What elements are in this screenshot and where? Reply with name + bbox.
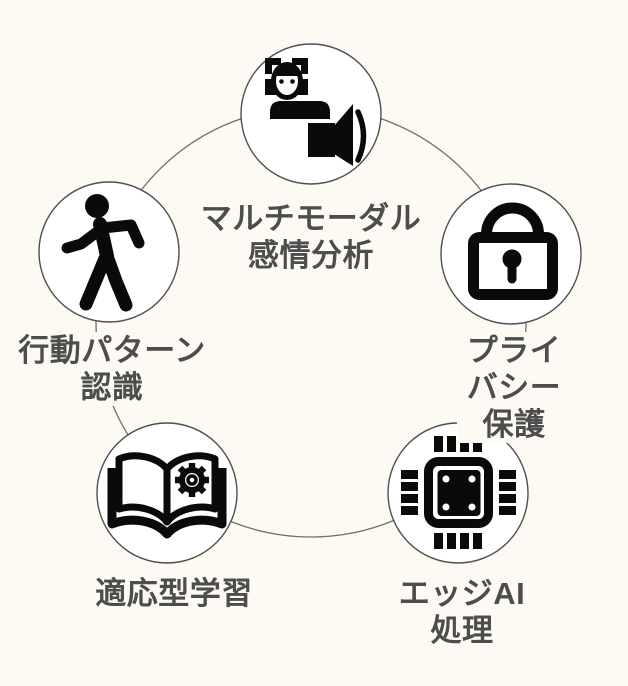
shoulders — [270, 101, 330, 119]
person-leg-front — [79, 249, 113, 311]
chip-pins-top — [434, 436, 482, 452]
node-edge-ai — [387, 422, 529, 564]
padlock-icon — [468, 202, 558, 300]
node-behavior-pattern — [38, 181, 180, 323]
chip-pins-right — [499, 470, 516, 515]
book-page-left — [115, 452, 171, 526]
die-pad — [442, 503, 450, 511]
gear-teeth — [175, 463, 209, 497]
label-multimodal-emotion: マルチモーダル 感情分析 — [194, 200, 428, 274]
node-multimodal-emotion — [240, 43, 382, 185]
gear-hub — [186, 474, 198, 486]
face-scan-speaker-icon — [265, 58, 367, 166]
die-pad — [442, 475, 450, 483]
hair — [272, 64, 302, 76]
person-leg-back — [100, 249, 133, 312]
label-privacy-protection: プライバシー 保護 — [457, 332, 571, 443]
sound-wave — [355, 109, 367, 163]
speaker-horn — [308, 104, 353, 166]
node-privacy-protection — [440, 183, 582, 325]
eye-right — [290, 79, 295, 84]
person-arm-front — [97, 219, 145, 249]
die-pad — [468, 475, 476, 483]
open-book-gear-icon — [107, 452, 227, 539]
padlock-shackle — [481, 202, 544, 239]
label-behavior-pattern: 行動パターン 認識 — [12, 332, 212, 406]
walking-person-icon — [61, 194, 145, 312]
person-head — [85, 194, 109, 218]
die-pad — [468, 503, 476, 511]
gear-icon — [175, 463, 209, 497]
chip-pins-left — [401, 470, 418, 515]
book-cover — [107, 468, 227, 539]
node-adaptive-learning — [96, 422, 238, 564]
person-arm-back — [61, 223, 107, 254]
cpu-chip-icon — [401, 436, 516, 549]
label-adaptive-learning: 適応型学習 — [89, 575, 259, 612]
viewfinder-brackets — [265, 58, 308, 95]
eye-left — [279, 79, 284, 84]
chip-pins-bottom — [434, 533, 482, 549]
label-edge-ai: エッジAI処理 — [379, 575, 545, 649]
